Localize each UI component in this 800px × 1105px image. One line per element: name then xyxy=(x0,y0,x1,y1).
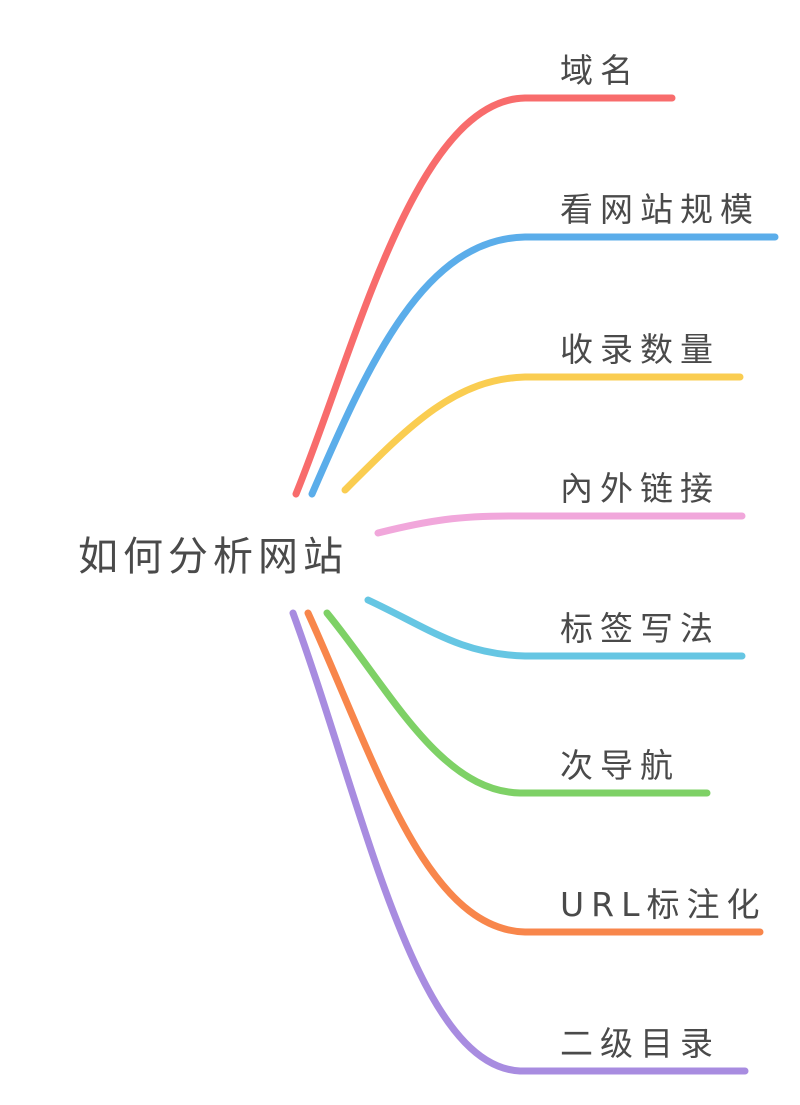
branch-tag-style-label[interactable]: 标签写法 xyxy=(560,609,720,648)
branch-indexed-count-label[interactable]: 收录数量 xyxy=(560,330,720,369)
branch-domain-connector xyxy=(292,94,676,498)
branch-tag-style-connector xyxy=(364,596,746,660)
branch-url-standardization-connector xyxy=(304,609,764,936)
branch-site-scale-connector xyxy=(308,233,779,498)
branch-url-standardization-label[interactable]: URL标注化 xyxy=(560,885,767,924)
branch-internal-external-links-label[interactable]: 內外链接 xyxy=(560,469,720,508)
branch-secondary-nav-connector xyxy=(323,609,711,797)
branch-secondary-nav-label[interactable]: 次导航 xyxy=(560,746,680,785)
branch-domain-label[interactable]: 域名 xyxy=(560,51,640,90)
branch-second-level-directory-connector xyxy=(289,609,749,1075)
central-topic-node[interactable]: 如何分析网站 xyxy=(78,534,348,580)
branch-site-scale-label[interactable]: 看网站规模 xyxy=(560,190,760,229)
branch-internal-external-links-connector xyxy=(374,512,746,537)
branch-indexed-count-connector xyxy=(341,373,744,494)
branch-second-level-directory-label[interactable]: 二级目录 xyxy=(560,1024,720,1063)
